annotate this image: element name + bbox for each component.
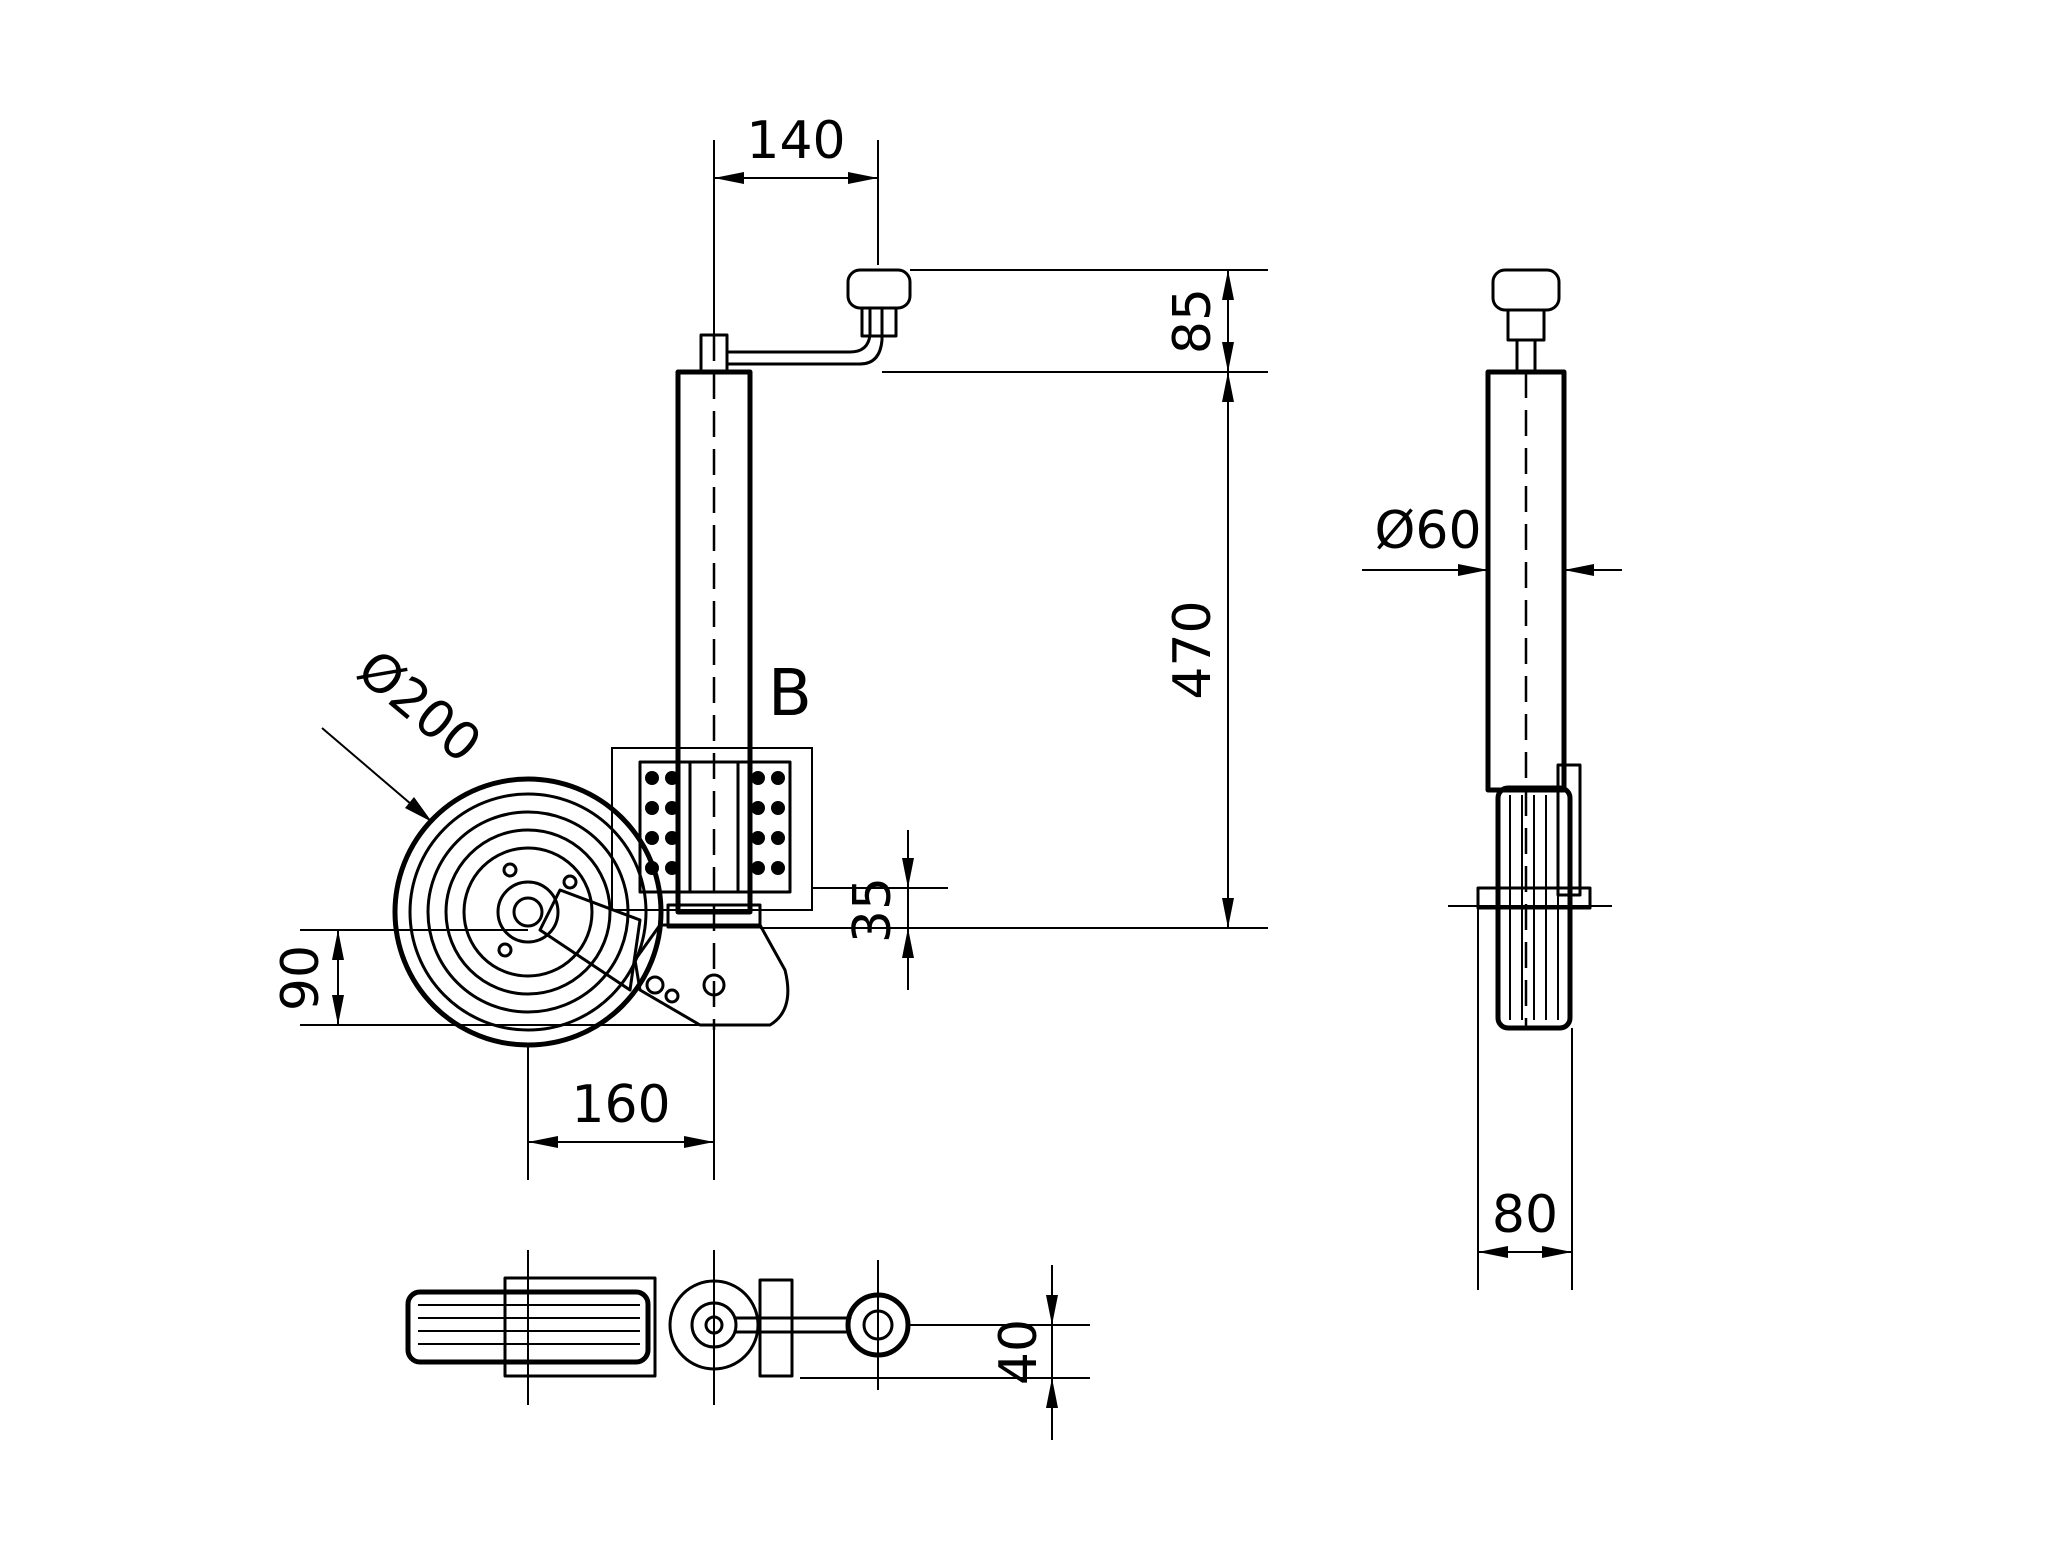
dim-40-label: 40 <box>989 1319 1049 1385</box>
bolt-hole <box>751 801 765 815</box>
detail-b-plate <box>611 747 813 911</box>
dim-d60-label: Ø60 <box>1374 501 1481 561</box>
bolt-hole <box>665 801 679 815</box>
bolt-hole <box>771 801 785 815</box>
bolt-hole <box>771 771 785 785</box>
swing-arm <box>538 888 642 992</box>
dim-160: 160 <box>527 1030 715 1180</box>
crank-handle <box>846 268 912 310</box>
dim-85: 85 <box>882 269 1268 373</box>
bolt-hole <box>645 831 659 845</box>
bolt-hole <box>771 831 785 845</box>
front-view <box>392 268 912 1048</box>
wheel-fork <box>633 923 790 1027</box>
bolt-hole <box>645 801 659 815</box>
side-handle <box>1491 268 1561 312</box>
dim-80: 80 <box>1477 908 1573 1290</box>
dim-160-label: 160 <box>571 1075 670 1135</box>
top-view <box>405 1250 911 1405</box>
bolt-hole <box>665 771 679 785</box>
dim-85-label: 85 <box>1163 288 1223 354</box>
dim-d60: Ø60 <box>1362 501 1622 576</box>
bolt-hole <box>645 771 659 785</box>
bolt-hole <box>751 831 765 845</box>
bolt-hole <box>665 861 679 875</box>
dim-80-label: 80 <box>1492 1185 1558 1245</box>
dim-35-label: 35 <box>843 877 903 943</box>
dim-140: 140 <box>713 111 879 335</box>
dim-140-label: 140 <box>746 111 845 171</box>
bolt-hole <box>665 831 679 845</box>
bolt-hole <box>751 861 765 875</box>
dim-35: 35 <box>812 830 948 990</box>
detail-b-label: B <box>768 657 812 731</box>
bolt-hole <box>771 861 785 875</box>
dim-470-label: 470 <box>1163 600 1223 699</box>
dim-470: 470 <box>760 372 1268 929</box>
dim-d200-label: Ø200 <box>346 639 492 775</box>
bolt-hole <box>751 771 765 785</box>
side-view <box>1448 268 1612 1031</box>
dim-90-label: 90 <box>271 945 331 1011</box>
dim-40: 40 <box>800 1265 1090 1440</box>
crank-arm <box>725 306 884 366</box>
dim-90: 90 <box>271 929 700 1026</box>
